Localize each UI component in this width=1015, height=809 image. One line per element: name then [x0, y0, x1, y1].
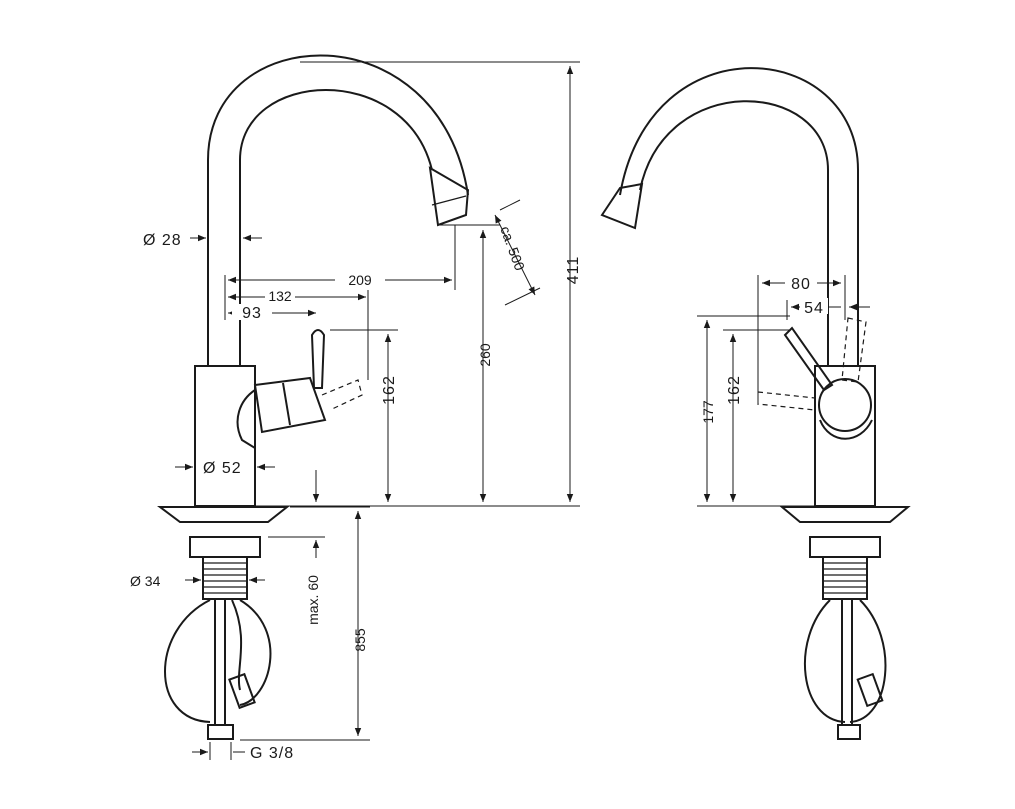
- hose-loop-right: [803, 599, 887, 723]
- lever-right: [783, 326, 834, 392]
- dim-body-diameter: Ø 52: [203, 460, 242, 477]
- base-plate: [157, 506, 290, 523]
- faucet-body-right: [814, 365, 876, 507]
- dim-hose-length: 855: [352, 628, 368, 652]
- right-dimensions: 177 162 80 54: [697, 274, 870, 507]
- dim-reach-93: 93: [242, 305, 262, 322]
- left-faucet-side-view: [157, 54, 470, 740]
- dim-spout-diameter: Ø 28: [143, 232, 182, 249]
- lever: [310, 329, 326, 389]
- spout-inner: [239, 89, 433, 365]
- dim-height-162: 162: [726, 375, 743, 405]
- dim-lever-height: 162: [381, 375, 398, 405]
- dim-connection: G 3/8: [250, 745, 294, 762]
- dim-width-80: 80: [791, 276, 811, 293]
- dim-reach-132: 132: [268, 288, 292, 304]
- mounting-thread: [202, 556, 248, 600]
- base-plate-right: [779, 506, 911, 523]
- hose-loop: [164, 599, 272, 723]
- faucet-body: [194, 365, 256, 507]
- spray-head-right: [600, 182, 644, 230]
- dim-total-height: 411: [565, 256, 582, 285]
- dim-height-177: 177: [700, 400, 716, 424]
- left-dimensions: 411 260 ca. 500 162 Ø 28 209 132 93 Ø 52…: [130, 61, 582, 762]
- connector: [207, 724, 234, 740]
- spout-inner-right: [639, 100, 829, 365]
- spray-head: [428, 166, 470, 227]
- dim-width-54: 54: [804, 300, 824, 317]
- spout-outer: [207, 54, 469, 365]
- dim-thread-diameter: Ø 34: [130, 573, 161, 589]
- right-faucet-front-view: [600, 67, 911, 740]
- dim-max-thickness: max. 60: [305, 575, 321, 625]
- lever-hub-right: [818, 378, 872, 432]
- dim-pullout: ca. 500: [497, 224, 528, 273]
- dim-reach-209: 209: [348, 272, 372, 288]
- dim-spout-height: 260: [477, 343, 493, 367]
- spout-outer-right: [619, 67, 859, 365]
- lever-hub: [253, 376, 327, 434]
